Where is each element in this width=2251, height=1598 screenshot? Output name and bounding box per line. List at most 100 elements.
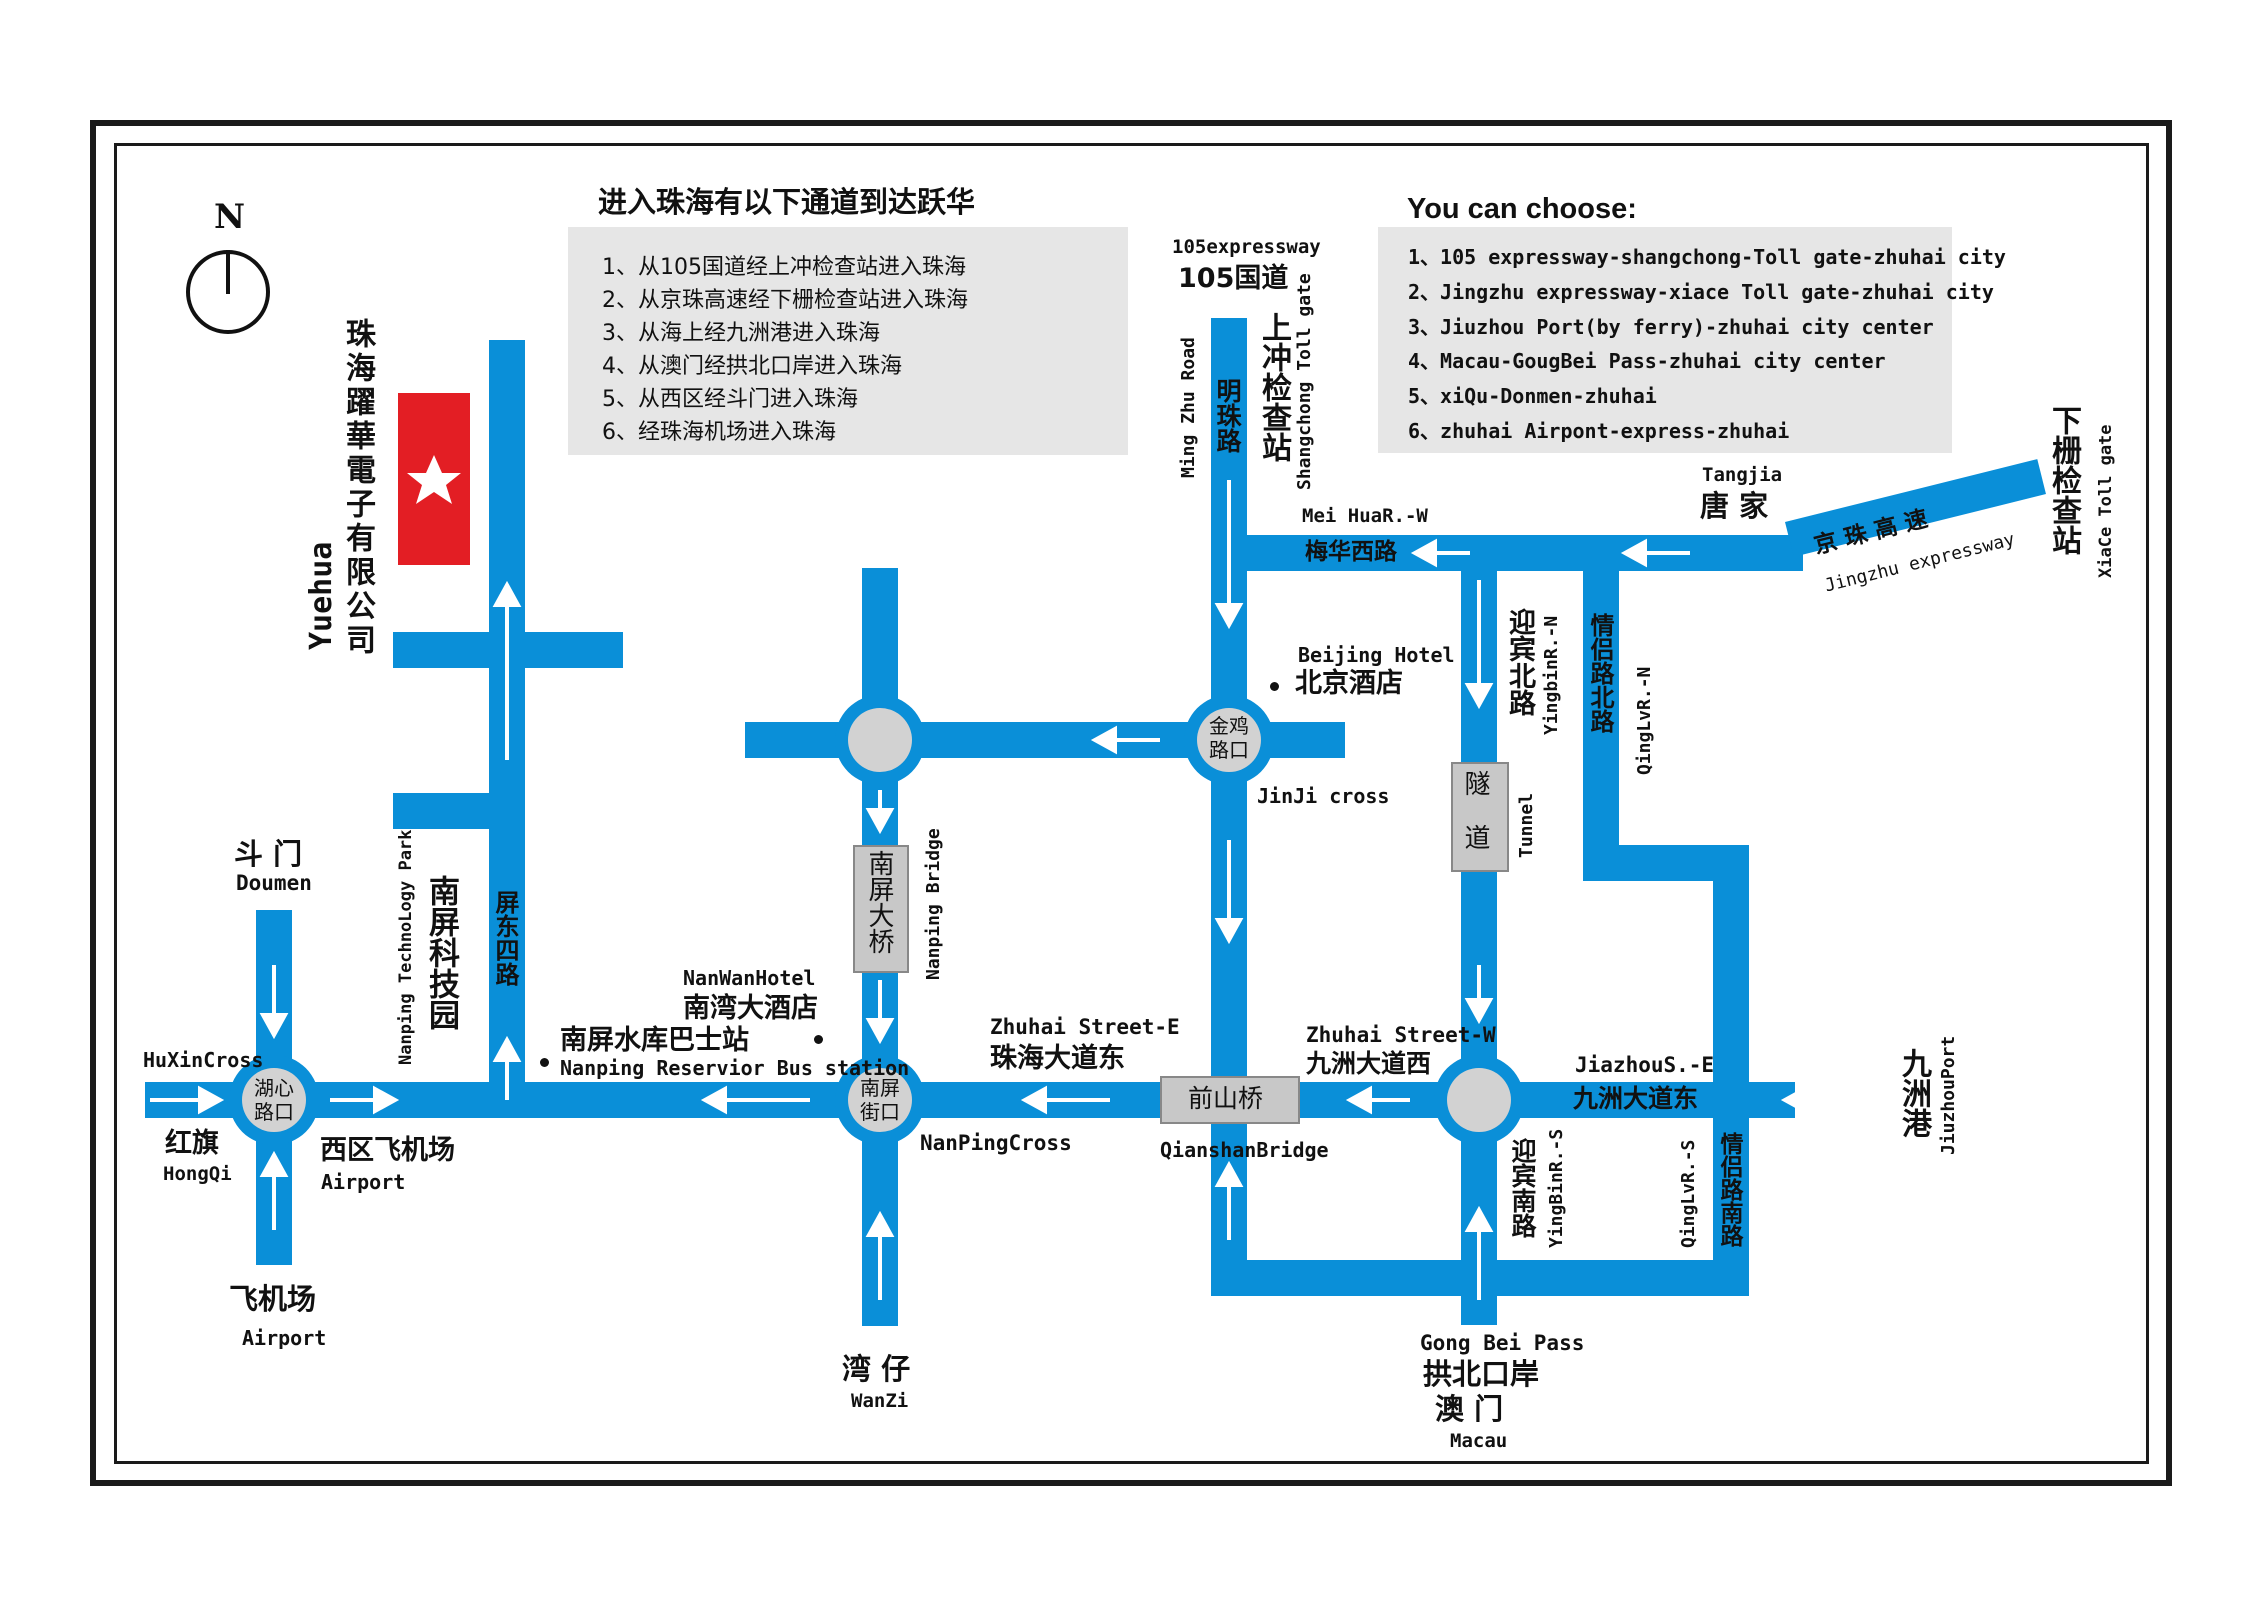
label-tangjia-en: Tangjia xyxy=(1702,464,1783,486)
label-jinji-en: JinJi cross xyxy=(1257,784,1390,808)
route-en-1: 1、105 expressway-shangchong-Toll gate-zh… xyxy=(1408,245,2006,269)
label-beijing-cn: 北京酒店 xyxy=(1295,668,1403,699)
label-jiazhou-en: JiazhouS.-E xyxy=(1575,1053,1715,1077)
route-cn-1: 1、从105国道经上冲检查站进入珠海 xyxy=(602,255,966,280)
label-gongbei-en: Gong Bei Pass xyxy=(1420,1331,1585,1355)
label-nanping-bridge-cn: 南屏大桥 xyxy=(864,850,894,954)
label-qianshan-cn: 前山桥 xyxy=(1188,1084,1264,1113)
panel-en-header: You can choose: xyxy=(1407,193,1637,225)
hub-nanping-jie xyxy=(848,1068,912,1132)
route-cn-6: 6、经珠海机场进入珠海 xyxy=(602,420,836,445)
label-hongqi-en: HongQi xyxy=(163,1163,232,1185)
hub-huxin xyxy=(242,1068,306,1132)
map-frame-outer xyxy=(90,120,2172,1486)
label-yingbin-s-cn: 迎宾南路 xyxy=(1508,1138,1537,1238)
label-nanping-jie-cn: 南屏街口 xyxy=(860,1076,900,1124)
label-qinglv-s-cn: 情侣路南路 xyxy=(1716,1132,1742,1247)
beijing-dot-icon xyxy=(1270,682,1279,691)
label-mingzhu-en: Ming Zhu Road xyxy=(1178,337,1199,478)
bus-dot-icon xyxy=(540,1058,549,1067)
label-tunnel-cn: 隧道 xyxy=(1460,770,1490,878)
label-bus-cn: 南屏水库巴士站 xyxy=(560,1025,749,1056)
box-tunnel xyxy=(1451,762,1509,872)
company-marker xyxy=(398,393,470,565)
route-en-3: 3、Jiuzhou Port(by ferry)-zhuhai city cen… xyxy=(1408,315,1934,339)
company-name-en: Yuehua xyxy=(304,541,339,650)
hub-nanping-north xyxy=(848,708,912,772)
label-nanwan-en: NanWanHotel xyxy=(683,966,816,990)
compass-needle-icon xyxy=(226,250,230,294)
label-105-guodao: 105国道 xyxy=(1178,263,1289,294)
compass-letter: N xyxy=(214,197,246,237)
route-cn-3: 3、从海上经九洲港进入珠海 xyxy=(602,321,880,346)
panel-cn: 1、从105国道经上冲检查站进入珠海 2、从京珠高速经下栅检查站进入珠海 3、从… xyxy=(568,227,1128,455)
label-yingbin-s-en: YingBinR.-S xyxy=(1546,1128,1567,1248)
label-hongqi-cn: 红旗 xyxy=(165,1128,219,1159)
route-en-4: 4、Macau-GougBei Pass-zhuhai city center xyxy=(1408,349,1886,373)
road-qinglv-jog xyxy=(1583,845,1731,881)
label-zhuhai-e-cn: 珠海大道东 xyxy=(990,1043,1125,1074)
label-zhuhai-e-en: Zhuhai Street-E xyxy=(990,1015,1180,1039)
road-qinglv-south xyxy=(1713,845,1749,1285)
label-nanwan-cn: 南湾大酒店 xyxy=(683,993,818,1024)
label-nanping-bridge-en: Nanping Bridge xyxy=(923,828,944,980)
label-mingzhu-cn: 明珠路 xyxy=(1213,378,1242,453)
label-jiazhou-cn: 九洲大道东 xyxy=(1573,1084,1699,1113)
label-doumen-en: Doumen xyxy=(236,871,312,895)
label-airport-cn: 飞机场 xyxy=(229,1282,317,1316)
label-qianshan-en: QianshanBridge xyxy=(1160,1138,1329,1162)
label-105-expressway: 105expressway xyxy=(1172,236,1321,258)
label-pingdong-cn: 屏东四路 xyxy=(491,890,519,986)
route-en-6: 6、zhuhai Airpont-express-zhuhai xyxy=(1408,419,1790,443)
label-meihua-en: Mei HuaR.-W xyxy=(1302,505,1428,527)
label-bus-en: Nanping Reservior Bus station xyxy=(560,1056,910,1080)
label-jiuzhougang-cn: 九洲港 xyxy=(1896,1048,1931,1138)
label-nanping-cross-en: NanPingCross xyxy=(920,1131,1072,1155)
label-wanzi-cn: 湾 仔 xyxy=(842,1352,911,1386)
label-airport-en: Airport xyxy=(242,1326,327,1350)
box-qianshan-bridge xyxy=(1160,1076,1300,1124)
label-zhuhai-w-cn: 九洲大道西 xyxy=(1306,1049,1432,1078)
route-en-2: 2、Jingzhu expressway-xiace Toll gate-zhu… xyxy=(1408,280,1994,304)
label-xiqu-cn: 西区飞机场 xyxy=(320,1135,455,1166)
label-yingbin-n-en: YingbinR.-N xyxy=(1541,615,1562,735)
label-xiazha-cn: 下栅检查站 xyxy=(2046,405,2081,555)
label-qinglv-n-en: QingLvR.-N xyxy=(1634,666,1655,775)
label-jinji-cn: 金鸡路口 xyxy=(1209,714,1249,762)
label-zhuhai-w-en: Zhuhai Street-W xyxy=(1306,1023,1496,1047)
company-name-cn: 珠海躍華電子有限公司 xyxy=(340,318,375,658)
panel-en: 1、105 expressway-shangchong-Toll gate-zh… xyxy=(1378,227,2006,453)
label-meihua-cn: 梅华西路 xyxy=(1305,539,1397,565)
label-xiqu-en: Airport xyxy=(321,1170,406,1194)
label-qinglv-n-cn: 情侣路北路 xyxy=(1586,613,1614,733)
road-meihua-west xyxy=(1211,535,1803,571)
route-en-5: 5、xiQu-Donmen-zhuhai xyxy=(1408,384,1657,408)
box-nanping-bridge xyxy=(853,845,909,973)
label-tech-en: Nanping TechnoLogy Park xyxy=(396,829,416,1065)
road-qinglv-north xyxy=(1583,553,1619,881)
nanwan-dot-icon xyxy=(814,1035,823,1044)
label-shangchong-cn: 上冲检查站 xyxy=(1256,312,1291,462)
label-doumen-cn: 斗 门 xyxy=(234,837,303,871)
label-xiazha-en: XiaCe Toll gate xyxy=(2096,424,2116,578)
road-pingdong-stub-mid xyxy=(393,793,525,829)
label-huxin-en: HuXinCross xyxy=(143,1048,264,1072)
map-frame-inner xyxy=(114,143,2149,1464)
hub-zhuhai-w xyxy=(1447,1068,1511,1132)
label-gongbei-cn: 拱北口岸 xyxy=(1423,1357,1540,1391)
hub-jinji xyxy=(1197,708,1261,772)
label-beijing-en: Beijing Hotel xyxy=(1298,643,1455,667)
label-qinglv-s-en: QingLvR.-S xyxy=(1678,1139,1699,1248)
label-tangjia-cn: 唐 家 xyxy=(1700,489,1769,523)
label-shangchong-en: Shangchong Toll gate xyxy=(1294,273,1315,490)
label-aomen-cn: 澳 门 xyxy=(1435,1392,1504,1426)
route-cn-5: 5、从西区经斗门进入珠海 xyxy=(602,387,858,412)
label-tunnel-en: Tunnel xyxy=(1516,792,1537,858)
route-cn-2: 2、从京珠高速经下栅检查站进入珠海 xyxy=(602,288,968,313)
panel-cn-header: 进入珠海有以下通道到达跃华 xyxy=(598,185,976,219)
label-jiuzhouport-en: JiuzhouPort xyxy=(1938,1035,1959,1155)
label-wanzi-en: WanZi xyxy=(851,1390,909,1412)
label-yingbin-n-cn: 迎宾北路 xyxy=(1504,608,1535,716)
route-cn-4: 4、从澳门经拱北口岸进入珠海 xyxy=(602,354,902,379)
